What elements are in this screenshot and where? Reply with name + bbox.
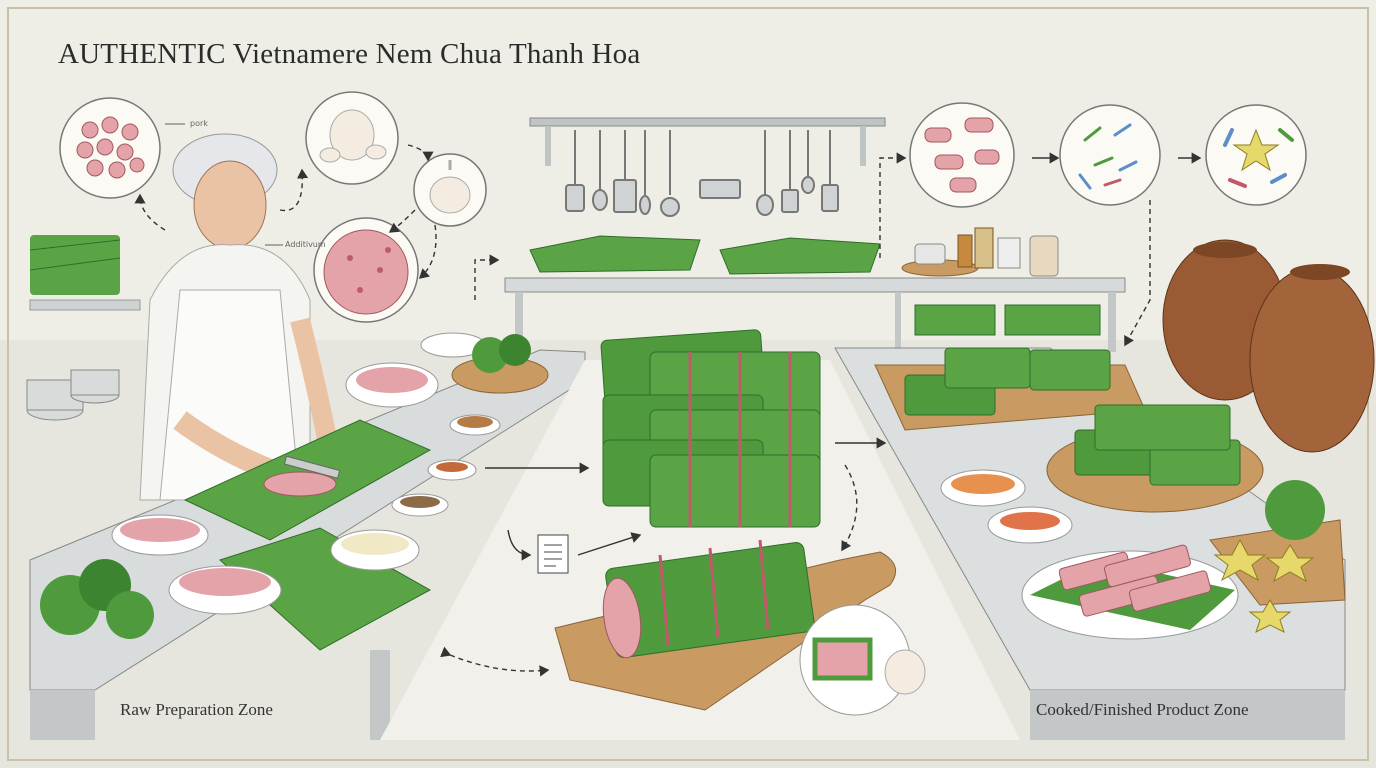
bowls-left — [111, 332, 549, 615]
cutting-board — [554, 539, 926, 716]
utensil-rack — [529, 117, 886, 217]
raw-zone-label: Raw Preparation Zone — [120, 700, 273, 719]
flow-arrows — [134, 123, 1202, 677]
back-table — [504, 227, 1126, 352]
page-title: AUTHENTIC Vietnamere Nem Chua Thanh Hoa — [58, 38, 641, 70]
finished-zone-label: Cooked/Finished Product Zone — [1036, 700, 1249, 719]
recipe-card-icon — [537, 534, 569, 574]
serving-plate — [940, 469, 1346, 640]
herbs-left — [40, 559, 154, 639]
fermentation-stage-2-icon — [1059, 104, 1161, 206]
nem-chua-stack — [600, 329, 821, 528]
ingredient-circles — [59, 91, 1307, 323]
additive-callout: Additivum — [285, 240, 326, 249]
clay-jars — [1162, 239, 1375, 453]
pork-callout: pork — [190, 119, 208, 128]
left-wall-shelf — [26, 235, 141, 421]
bamboo-trays — [874, 347, 1264, 513]
leaf-mats-left — [183, 419, 432, 651]
